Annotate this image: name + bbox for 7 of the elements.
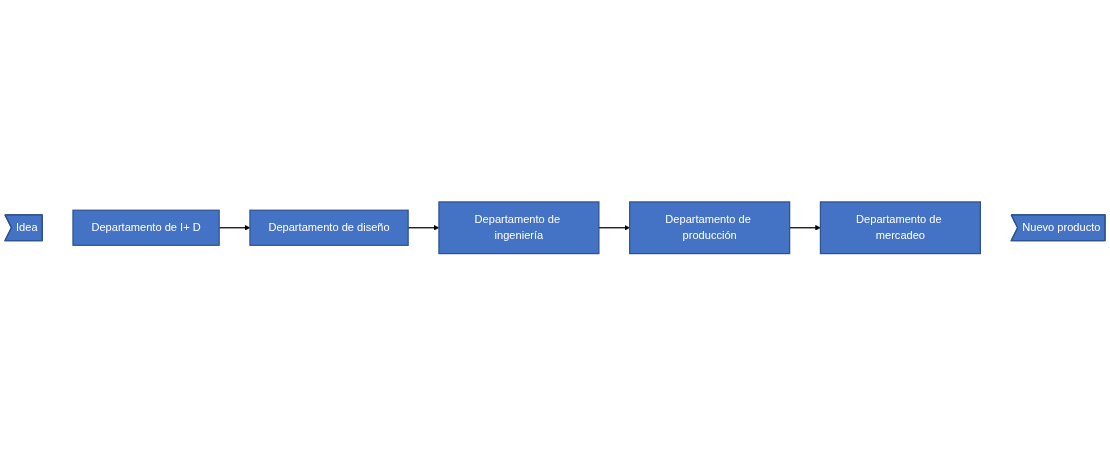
- arrow: [598, 224, 630, 231]
- node-box: Departamento de I+ D: [72, 209, 220, 246]
- node-box: Departamento de mercadeo: [819, 201, 981, 254]
- arrow: [789, 224, 821, 231]
- node-box: Departamento de producción: [629, 201, 791, 254]
- node-box: Departamento de diseño: [249, 209, 409, 246]
- node-box: Departamento de ingeniería: [438, 201, 600, 254]
